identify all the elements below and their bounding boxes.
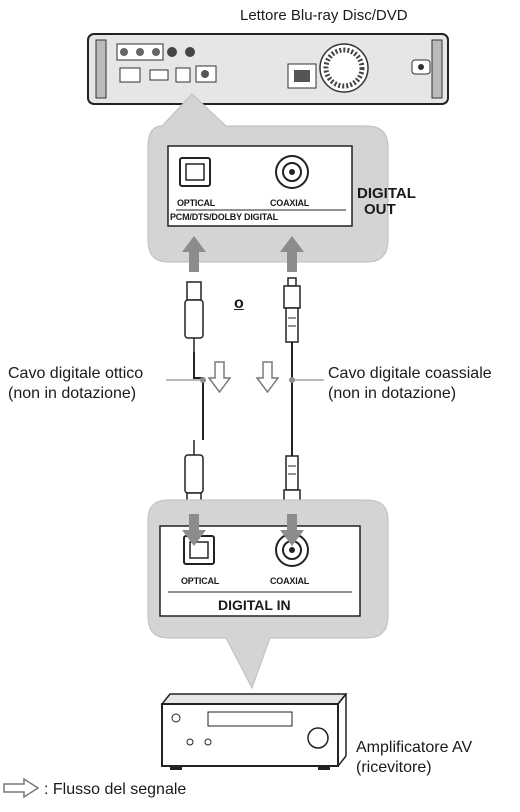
coaxial-cable-label: Cavo digitale coassiale <box>328 365 492 382</box>
signal-flow-arrows <box>207 361 280 394</box>
or-label: o <box>234 295 244 312</box>
av-amplifier-illustration <box>160 693 348 770</box>
amplifier-optical-port <box>183 535 215 565</box>
coaxial-cable <box>283 277 301 513</box>
coaxial-cable-note: (non in dotazione) <box>328 385 457 402</box>
bluray-player-illustration <box>87 33 449 105</box>
signal-arrows-to-player <box>182 236 304 272</box>
amplifier-optical-label: OPTICAL <box>181 576 220 586</box>
signal-arrows-to-amplifier <box>182 514 304 546</box>
amplifier-label: Amplificatore AV <box>356 739 473 756</box>
amplifier-note: (ricevitore) <box>356 759 432 776</box>
player-coaxial-port <box>275 155 309 189</box>
player-digital-label: DIGITAL <box>357 185 416 202</box>
signal-flow-legend-arrow <box>3 777 40 799</box>
optical-cable-note: (non in dotazione) <box>8 385 137 402</box>
player-formats-label: PCM/DTS/DOLBY DIGITAL <box>170 212 278 222</box>
amplifier-coaxial-label: COAXIAL <box>270 576 310 586</box>
player-optical-port <box>179 157 211 187</box>
amplifier-digital-in-label: DIGITAL IN <box>218 597 291 613</box>
player-coaxial-label: COAXIAL <box>270 198 310 208</box>
cable-label-leaders <box>166 377 324 383</box>
optical-cable <box>184 281 204 512</box>
player-label: Lettore Blu-ray Disc/DVD <box>240 7 408 24</box>
amplifier-coaxial-port <box>275 533 309 567</box>
player-out-label: OUT <box>364 201 396 218</box>
optical-cable-label: Cavo digitale ottico <box>8 365 144 382</box>
legend-text: : Flusso del segnale <box>44 781 187 798</box>
player-optical-label: OPTICAL <box>177 198 216 208</box>
